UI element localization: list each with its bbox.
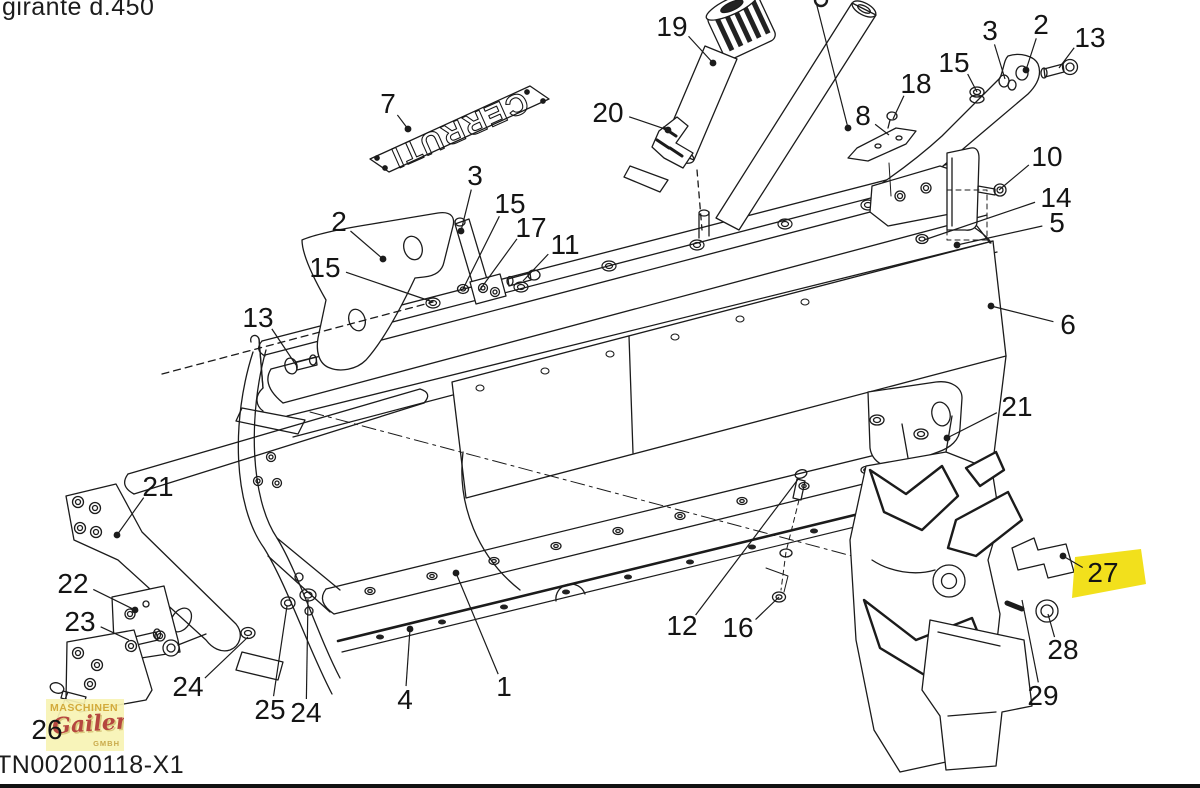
part-callout-8-26: 8 [855,100,871,131]
part-callout-2-3: 2 [331,206,347,237]
part-callout-24-14: 24 [172,671,204,702]
part-callout-21-21: 21 [1001,391,1033,422]
page-title: girante d.450 [2,0,155,21]
part-callout-22-11: 22 [57,568,89,599]
part-callout-27-32: 27 [1087,557,1119,588]
part-callout-28-33: 28 [1047,634,1079,665]
right-support-bracket [867,381,963,468]
part-callout-6-22: 6 [1060,309,1076,340]
bracket-27 [1011,537,1075,579]
left-mount-bracket [301,212,455,371]
fasteners-24-25 [235,588,317,681]
part-callout-26-13: 26 [31,714,63,745]
part-callout-25-15: 25 [254,694,286,725]
part-callout-29-34: 29 [1027,680,1059,711]
blade-bar [336,499,917,653]
bottom-border-bar [0,784,1200,788]
part-callout-7-2: 7 [380,88,396,119]
bolt-13-right [1040,58,1079,79]
part-callout-4-17: 4 [397,684,413,715]
plate-8 [847,111,917,197]
watermark-line3: GMBH [93,739,120,748]
rear-hood-panel [451,225,1007,499]
part-callout-23-12: 23 [64,606,96,637]
part-callout-13-9: 13 [242,302,274,333]
part-callout-2-30: 2 [1033,9,1049,40]
part-callout-5-23: 5 [1049,207,1065,238]
stand-bracket [235,334,306,435]
bottom-apron [321,448,909,615]
bolt-axis-dashed [161,301,434,375]
part-callout-13-31: 13 [1074,22,1106,53]
hood-bolt-holes [475,298,810,392]
left-side-plate [237,349,341,695]
part-callout-10-25: 10 [1031,141,1063,172]
part-callout-1-18: 1 [496,671,512,702]
part-callout-15-5: 15 [494,188,526,219]
brand-plate-text: CERRUTI [385,84,533,174]
link-tube [715,0,877,231]
part-callout-14-24: 14 [1040,182,1072,213]
front-rail [123,388,429,495]
brand-plate: CERRUTI [369,84,550,175]
part-callout-11-7: 11 [550,229,580,260]
flail-assembly [849,415,1075,773]
part-callout-15-28: 15 [938,47,970,78]
pto-shaft [623,0,776,239]
part-callout-18-27: 18 [900,68,932,99]
part-callout-15-8: 15 [309,252,341,283]
drawing-code: TN00200118-X1 [0,751,185,779]
part-callout-16-20: 16 [722,612,754,643]
part-callout-20-1: 20 [592,97,624,128]
part-callout-3-29: 3 [982,15,998,46]
part-callout-24-16: 24 [290,697,322,728]
nut-28 [1035,599,1059,623]
pin-28 [1004,600,1025,612]
part-callout-12-19: 12 [666,610,698,641]
part-callout-19-0: 19 [656,11,688,42]
part-callout-21-10: 21 [142,471,174,502]
part-callout-3-4: 3 [467,160,483,191]
part-callout-17-6: 17 [515,212,547,243]
